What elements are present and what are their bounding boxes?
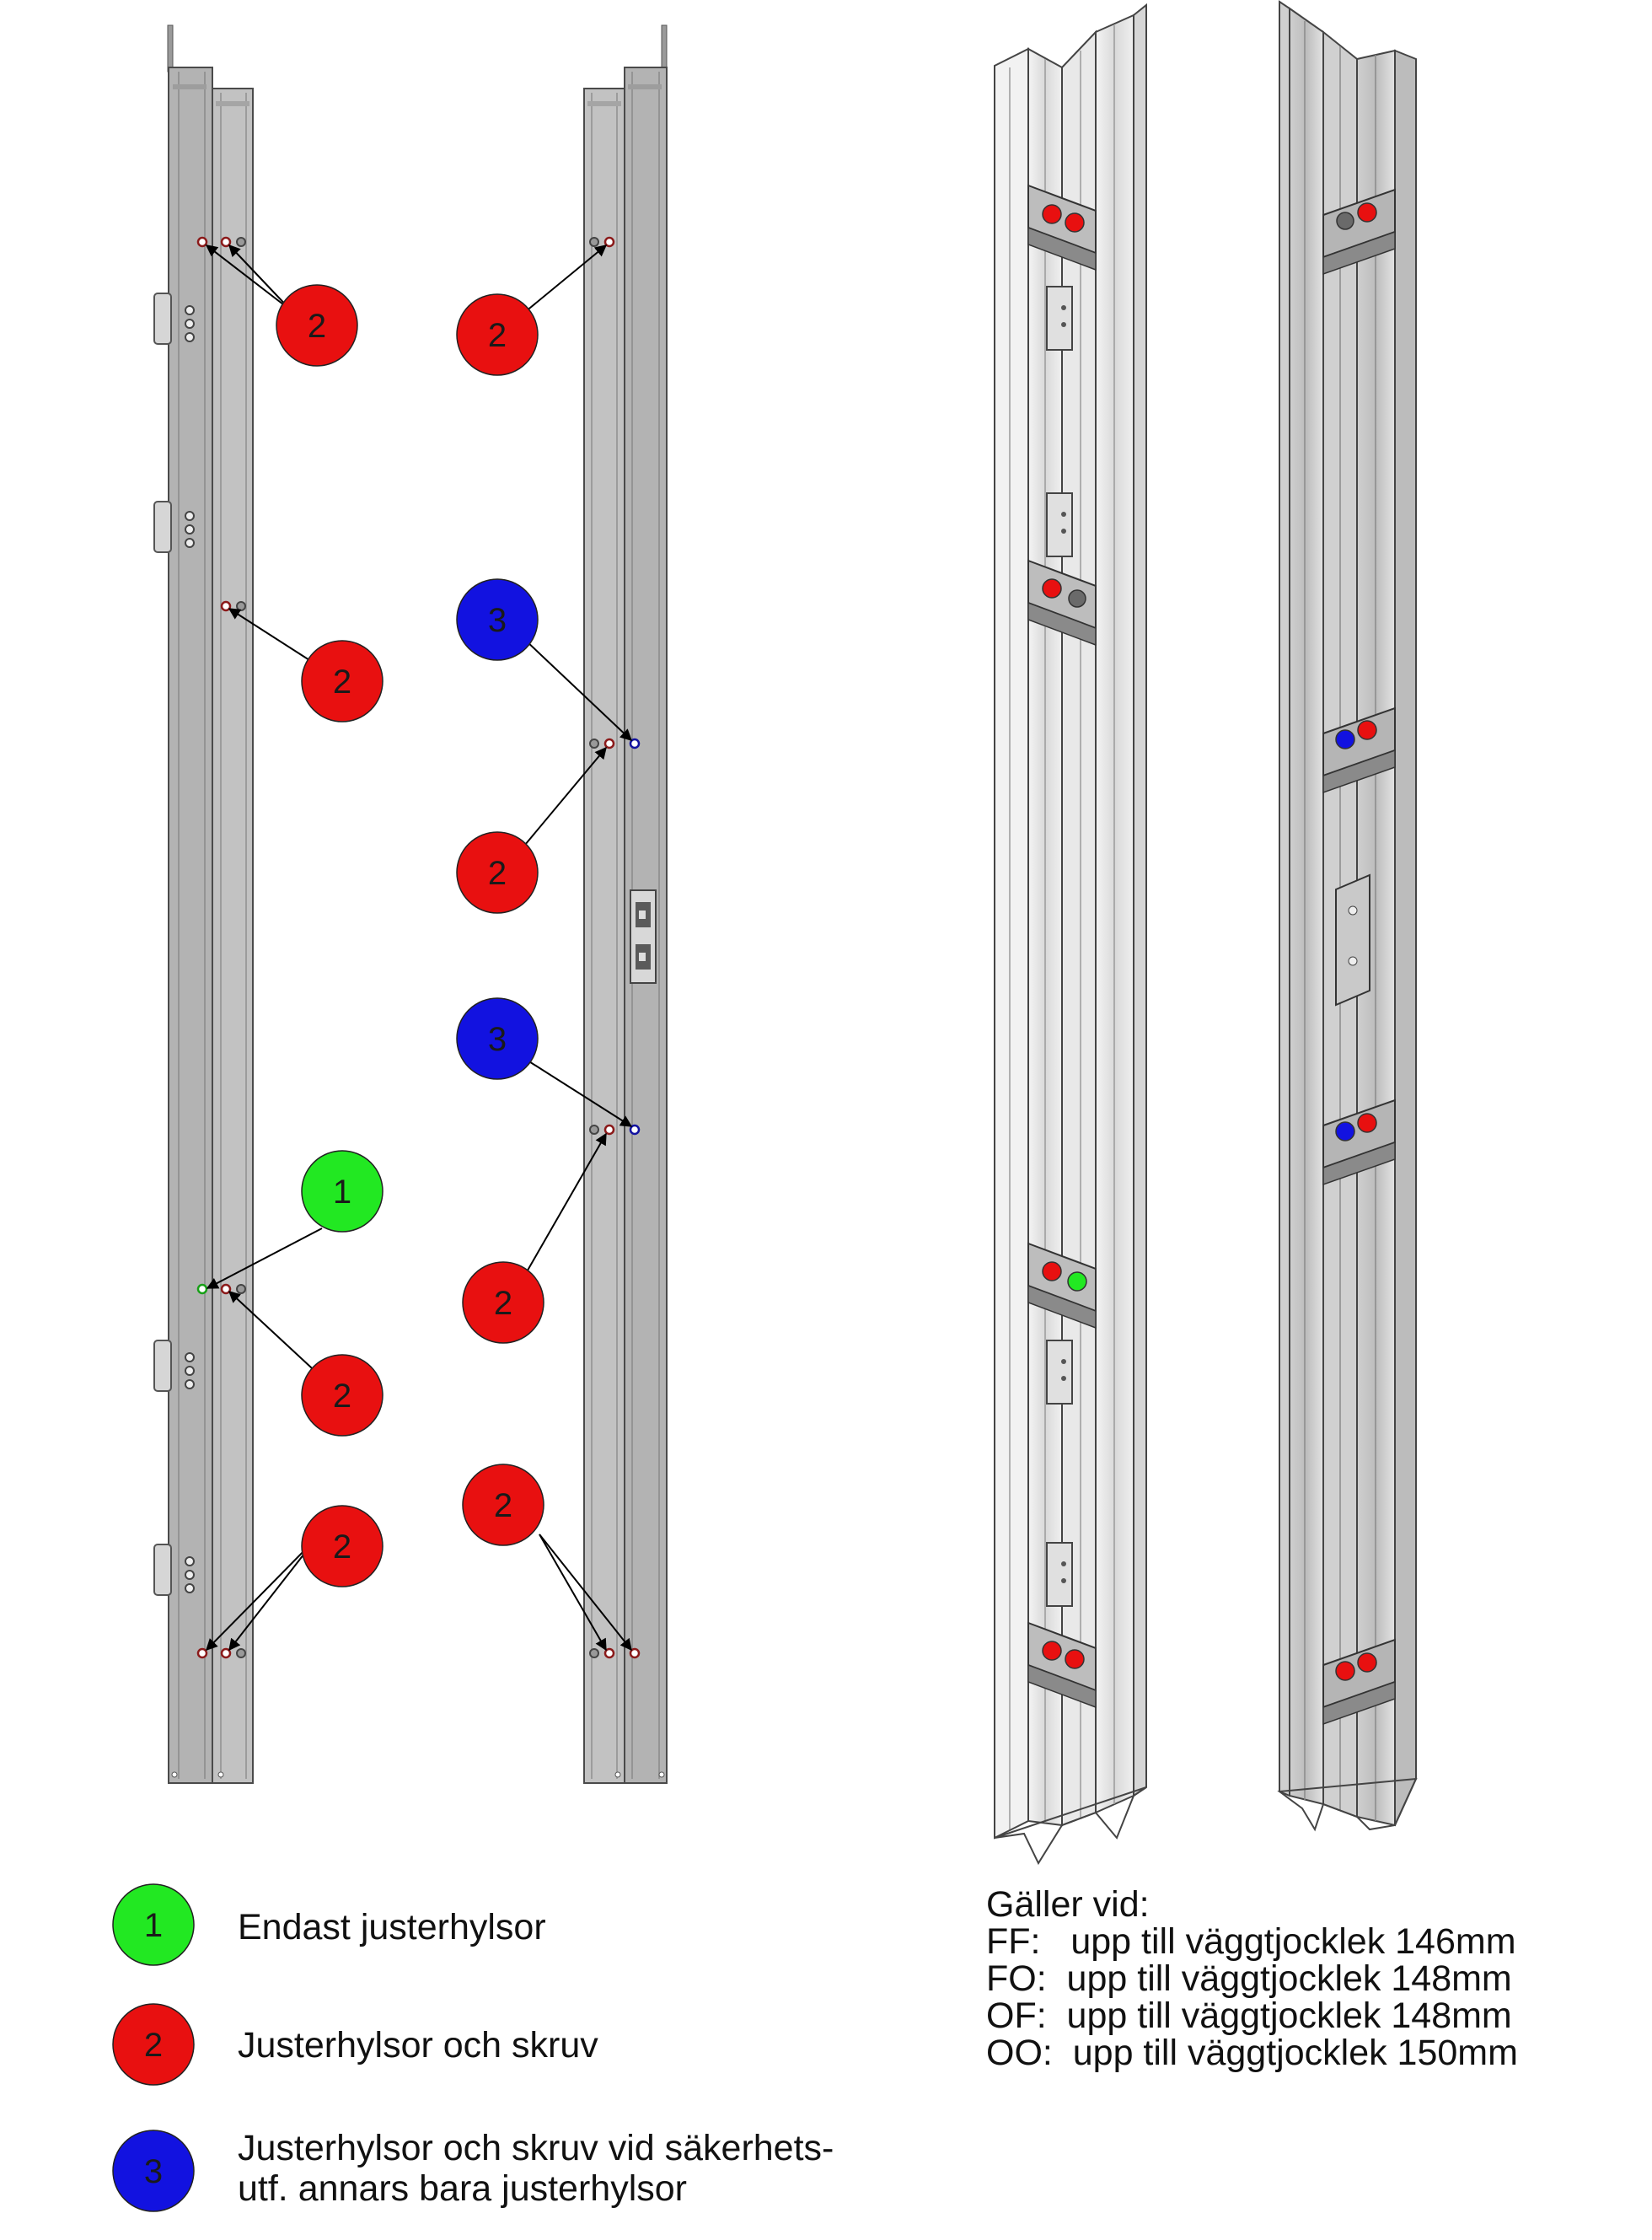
screw-marker [236,1648,246,1658]
hole-marker [603,1647,615,1659]
applies-line-ff: FF: upp till väggtjocklek 146mm [986,1921,1516,1962]
callout-label: 2 [494,1487,512,1524]
hole-marker [220,236,232,248]
screw-marker [589,739,599,749]
iso-bracket-3 [1027,1242,1097,1329]
callout-badge-right-1: 2 [456,293,539,376]
iso-hinge-3 [1046,1340,1073,1405]
hole-marker [603,738,615,749]
legend-number: 2 [144,2027,163,2064]
callout-badge-left-2: 2 [301,640,384,722]
iso-bracket-6 [1322,706,1396,794]
iso-bracket-4 [1027,1621,1097,1709]
iso-bracket-7 [1322,1099,1396,1186]
callout-badge-left-4: 2 [301,1354,384,1437]
callout-label: 2 [494,1285,512,1322]
iso-bracket-2 [1027,559,1097,647]
iso-strike-plate [1335,873,1370,1007]
left-frame-profile [153,24,254,1784]
hole-marker [220,600,232,612]
callout-badge-left-5: 2 [301,1505,384,1587]
screw-marker [236,601,246,611]
legend-label: Endast justerhylsor [238,1907,546,1947]
hinge-3 [153,1340,195,1392]
hole-marker [603,236,615,248]
strike-plate [630,889,657,984]
iso-hinge-4 [1046,1542,1073,1607]
callout-badge-right-6: 2 [462,1464,544,1546]
callout-label: 2 [488,855,507,892]
legend: 1 Endast justerhylsor 2 Justerhylsor och… [112,1883,834,2212]
callout-label: 3 [488,602,507,639]
legend-item-2: 2 Justerhylsor och skruv [112,2003,598,2086]
applies-line-fo: FO: upp till väggtjocklek 148mm [986,1958,1512,1999]
screw-marker [236,1284,246,1294]
legend-number: 3 [144,2153,163,2190]
callout-badge-left-1: 2 [276,284,358,367]
screw-marker [589,237,599,247]
screw-marker [589,1648,599,1658]
hole-marker [603,1124,615,1136]
hinge-1 [153,293,195,345]
hole-marker [196,236,208,248]
callout-badge-right-4: 3 [456,997,539,1080]
hinge-2 [153,501,195,553]
applies-heading: Gäller vid: [986,1884,1150,1925]
hole-marker [196,1283,208,1295]
hole-marker [220,1647,232,1659]
isometric-frame-hinge-side [994,3,1147,1866]
screw-marker [236,237,246,247]
legend-number: 1 [144,1907,163,1944]
callout-badge-left-3: 1 [301,1150,384,1233]
hole-marker [629,738,641,749]
callout-label: 2 [333,663,351,701]
callout-label: 2 [333,1528,351,1566]
callout-label: 2 [333,1378,351,1415]
legend-label-line-2: utf. annars bara justerhylsor [238,2168,687,2209]
callout-badge-right-3: 2 [456,831,539,914]
callout-badge-right-2: 3 [456,578,539,661]
isometric-frame-lock-side [1277,0,1418,1832]
hinge-4 [153,1544,195,1596]
hole-marker [196,1647,208,1659]
callout-label: 2 [488,317,507,354]
iso-bracket-1 [1027,184,1097,271]
hole-marker [220,1283,232,1295]
legend-label: Justerhylsor och skruv [238,2025,598,2065]
leader-lines [205,244,633,1652]
applies-note: Gäller vid: FF: upp till väggtjocklek 14… [986,1884,1518,2073]
legend-item-3: 3 Justerhylsor och skruv vid säkerhets- … [112,2128,834,2212]
callout-label: 1 [333,1174,351,1211]
legend-item-1: 1 Endast justerhylsor [112,1883,546,1966]
hole-marker [629,1647,641,1659]
iso-bracket-5 [1322,188,1396,276]
iso-hinge-1 [1046,286,1073,351]
callout-label: 2 [308,308,326,345]
right-frame-profile [583,24,668,1784]
callout-label: 3 [488,1021,507,1058]
applies-line-oo: OO: upp till väggtjocklek 150mm [986,2033,1518,2073]
applies-line-of: OF: upp till väggtjocklek 148mm [986,1996,1512,2036]
iso-bracket-8 [1322,1638,1396,1726]
screw-marker [589,1125,599,1135]
hole-marker [629,1124,641,1136]
callout-badge-right-5: 2 [462,1261,544,1344]
iso-hinge-2 [1046,492,1073,557]
legend-label-line-1: Justerhylsor och skruv vid säkerhets- [238,2128,834,2168]
